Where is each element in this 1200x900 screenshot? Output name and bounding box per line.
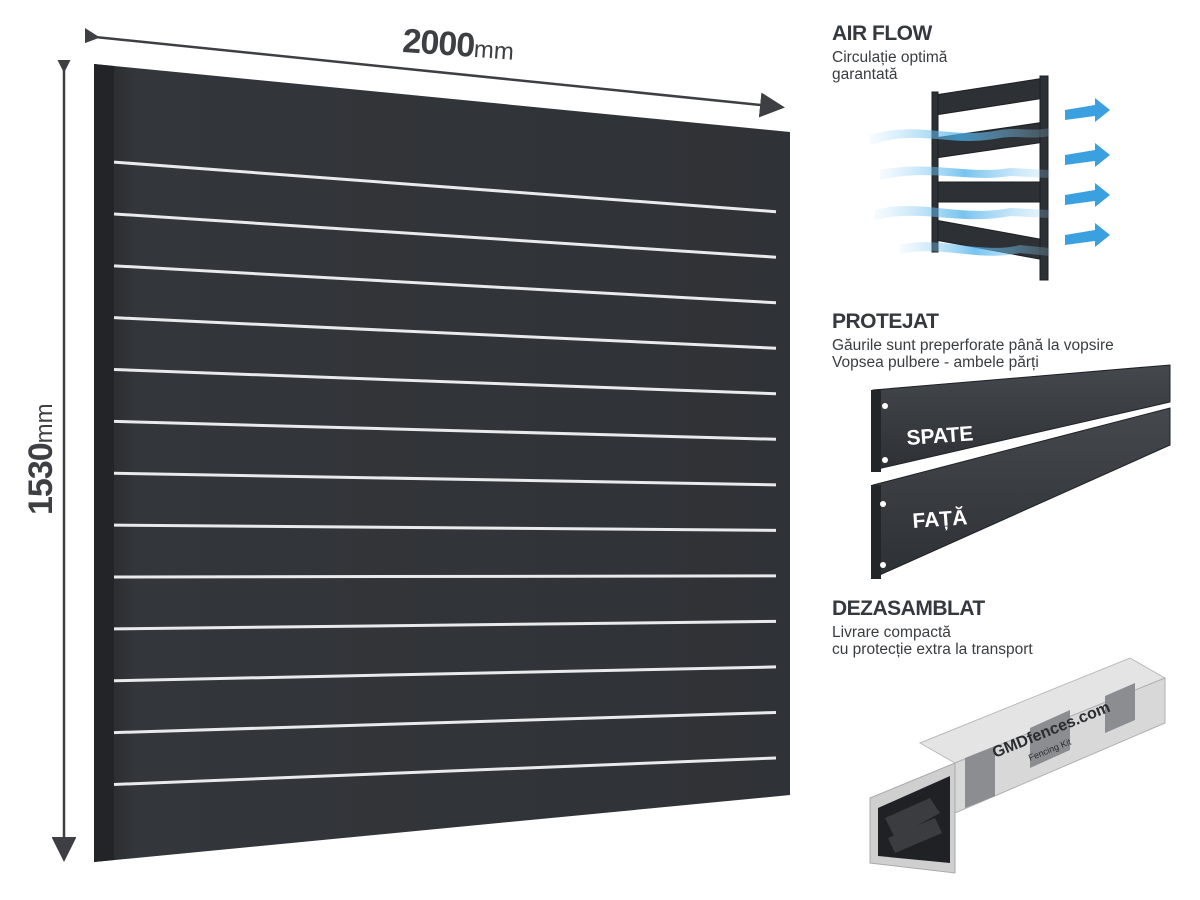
slat-gap xyxy=(113,368,777,396)
feature-line: Vopsea pulbere - ambele părți xyxy=(832,354,1039,371)
feature-line: Circulație optimă xyxy=(832,49,948,66)
panel-body xyxy=(94,64,790,862)
air-arrow-icon xyxy=(1065,143,1110,167)
slat-gaps xyxy=(113,160,777,786)
slat-sides-illustration: SPATE FAȚĂ xyxy=(871,364,1171,579)
band xyxy=(1105,683,1135,733)
feature-line: cu protecție extra la transport xyxy=(832,641,1033,658)
slat-gap xyxy=(113,665,777,683)
feature-line: Livrare compactă xyxy=(832,624,951,641)
height-dimension-arrow xyxy=(52,60,76,862)
wind-stream xyxy=(900,242,1050,256)
slat-gap xyxy=(113,160,777,214)
slat-gap xyxy=(113,419,777,441)
band xyxy=(1030,710,1070,768)
feature-title: DEZASAMBLAT xyxy=(832,597,985,620)
feature-line: Găurile sunt preperforate până la vopsir… xyxy=(832,337,1114,354)
height-value: 1530 xyxy=(22,443,60,515)
slat-gap xyxy=(113,471,777,487)
feature-protejat: PROTEJAT Găurile sunt preperforate până … xyxy=(832,310,1182,371)
slat-gap xyxy=(113,316,777,350)
air-arrow-icon xyxy=(1065,223,1110,247)
slat-gap xyxy=(113,264,777,305)
slat-gap xyxy=(113,574,777,579)
slat xyxy=(934,77,1046,116)
height-unit: mm xyxy=(31,403,58,444)
wind-stream xyxy=(880,166,1050,180)
slat-front-label: FAȚĂ xyxy=(912,506,968,533)
width-value: 2000 xyxy=(401,22,476,65)
height-dimension-label: 1530mm xyxy=(22,403,61,515)
air-arrow-icon xyxy=(1065,98,1110,122)
slat-gap xyxy=(113,523,777,532)
feature-dezasamblat: DEZASAMBLAT Livrare compactă cu protecți… xyxy=(832,597,1182,658)
feature-title: AIR FLOW xyxy=(832,22,932,45)
slat-back-label: SPATE xyxy=(906,422,974,450)
panel-left-post xyxy=(94,64,114,862)
wind-stream xyxy=(875,206,1050,220)
slat xyxy=(934,181,1046,203)
fence-panel xyxy=(94,64,790,862)
slat-gap xyxy=(113,756,777,786)
feature-air-flow: AIR FLOW Circulație optimă garantată xyxy=(832,22,1172,83)
package-illustration: GMDfences.com Fencing Kit xyxy=(869,657,1167,874)
slat-gap xyxy=(113,619,777,631)
feature-title: PROTEJAT xyxy=(832,310,939,333)
slat-gap xyxy=(113,212,777,259)
wind-stream xyxy=(870,128,1050,145)
feature-line: garantată xyxy=(832,66,898,83)
air-flow-illustration xyxy=(870,75,1110,281)
band xyxy=(965,746,995,808)
slat-gap xyxy=(113,710,777,735)
air-arrow-icon xyxy=(1065,183,1110,207)
width-dimension-arrow xyxy=(85,25,785,118)
